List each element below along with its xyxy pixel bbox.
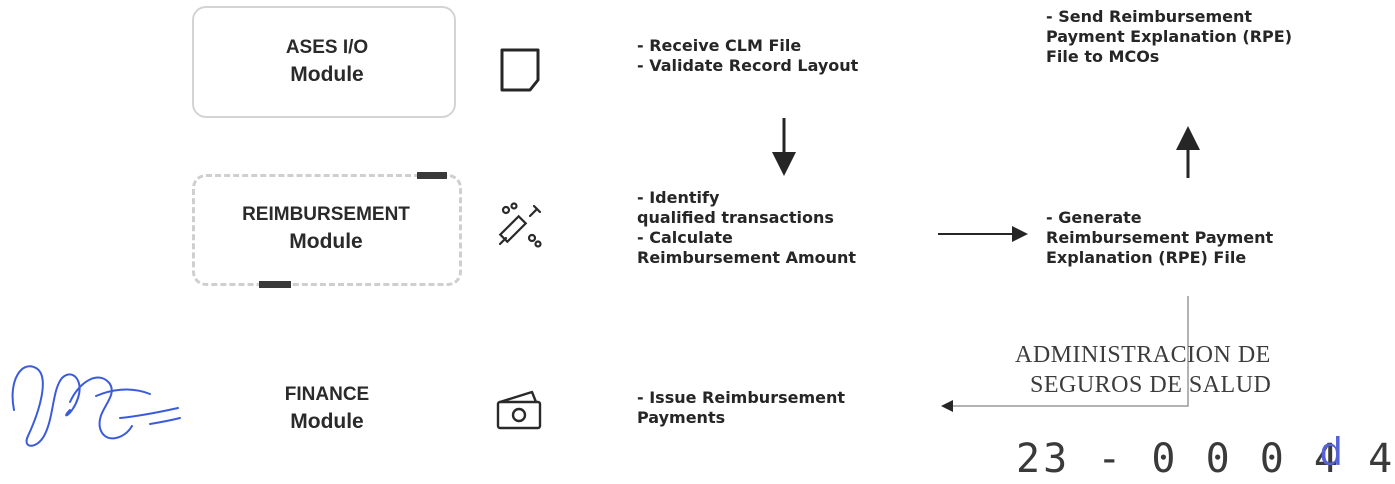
finance-module-title: FINANCE (284, 384, 370, 405)
reimbursement-module-title: REIMBURSEMENT (242, 204, 410, 225)
finance-module-subtitle: Module (290, 410, 364, 433)
reimbursement-module-subtitle: Module (289, 230, 363, 253)
payment-icon (496, 390, 542, 430)
step-identify-text: - Identify qualified transactions - Calc… (637, 188, 857, 267)
stamp-agency-line1: ADMINISTRACION DE (1015, 342, 1271, 368)
syringe-icon (498, 202, 542, 248)
handwritten-signature (11, 365, 181, 447)
step-receive-text: - Receive CLM File - Validate Record Lay… (637, 36, 859, 75)
step-issue-text: - Issue Reimbursement Payments (637, 388, 846, 427)
reimbursement-module-label: REIMBURSEMENT Module (200, 201, 452, 255)
dash-accent (417, 172, 447, 179)
ases-module-label: ASES I/O Module (232, 34, 422, 88)
ases-module-title: ASES I/O (285, 37, 369, 58)
stamp-number: 23 - 0 0 0 4 4 (1016, 436, 1395, 482)
step-send-text: - Send Reimbursement Payment Explanation… (1046, 7, 1293, 66)
step-generate-text: - Generate Reimbursement Payment Explana… (1046, 208, 1274, 267)
reimbursement-module-box (192, 172, 462, 288)
arrow-left-connector (941, 296, 1189, 412)
ases-module-subtitle: Module (290, 63, 364, 86)
finance-module-label: FINANCE Module (232, 381, 422, 435)
stamp-handwritten-mark: d (1320, 430, 1343, 474)
document-icon (500, 48, 540, 92)
stamp-agency-line2: SEGUROS DE SALUD (1030, 372, 1272, 398)
ases-module-box (192, 6, 456, 118)
dash-accent (259, 281, 291, 288)
